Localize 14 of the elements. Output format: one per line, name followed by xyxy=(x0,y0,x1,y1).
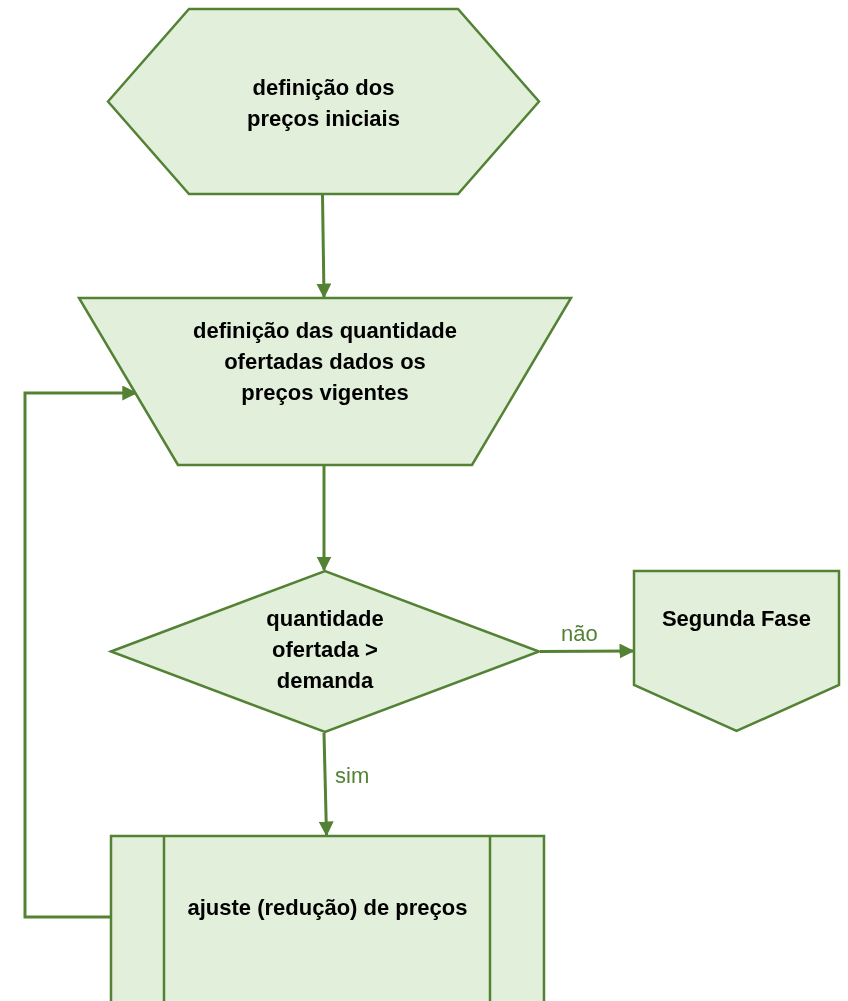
node-label: quantidade ofertada > demanda xyxy=(265,605,385,695)
node-label: ajuste (redução) de preços xyxy=(187,894,468,922)
manual-operation-trapezoid xyxy=(78,297,572,466)
arrow xyxy=(540,643,635,659)
off-page-connector xyxy=(633,570,840,732)
arrow xyxy=(316,466,332,572)
node-label: definição dos preços iniciais xyxy=(246,74,401,133)
node-label: Segunda Fase xyxy=(661,605,812,633)
arrow xyxy=(316,194,332,299)
arrow xyxy=(318,732,334,837)
node-label: definição das quantidade ofertadas dados os preços vigentes xyxy=(191,317,458,407)
predefined-process-box xyxy=(110,835,545,1001)
preparation-hexagon xyxy=(107,8,540,195)
decision-diamond xyxy=(110,570,540,733)
